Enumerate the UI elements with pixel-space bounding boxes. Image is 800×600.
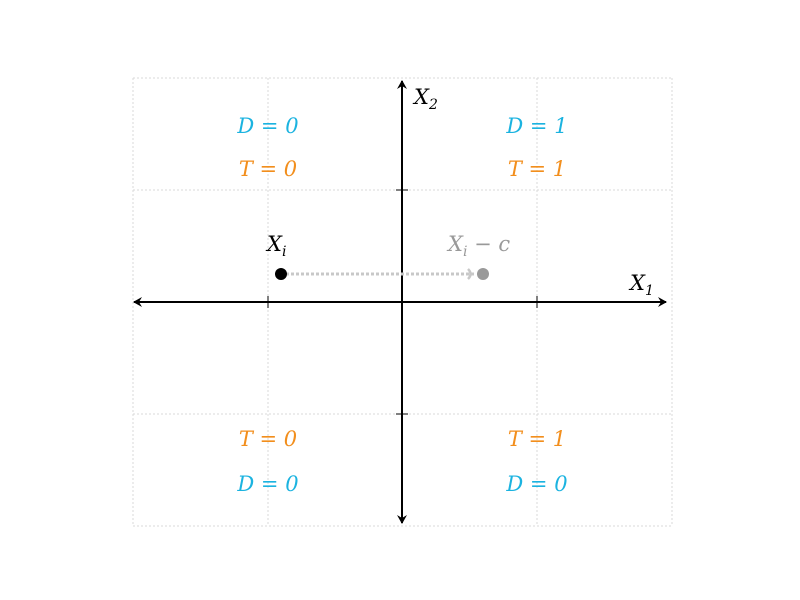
point-original-label: Xi bbox=[265, 232, 286, 260]
point-shifted-label: Xi − c bbox=[446, 232, 510, 260]
y-axis-label: X2 bbox=[412, 85, 438, 113]
x-axis-label: X1 bbox=[628, 271, 654, 299]
top-left-decision: D = 0 bbox=[236, 114, 298, 138]
bottom-right-decision: D = 0 bbox=[505, 472, 567, 496]
point-original bbox=[275, 268, 287, 280]
bottom-left-decision: D = 0 bbox=[236, 472, 298, 496]
bottom-left-treatment: T = 0 bbox=[239, 427, 297, 451]
axis-ticks bbox=[267, 189, 538, 415]
top-right-decision: D = 1 bbox=[505, 114, 567, 138]
point-shifted bbox=[477, 268, 489, 280]
top-right-treatment: T = 1 bbox=[508, 157, 566, 181]
top-left-treatment: T = 0 bbox=[239, 157, 297, 181]
bottom-right-treatment: T = 1 bbox=[508, 427, 566, 451]
